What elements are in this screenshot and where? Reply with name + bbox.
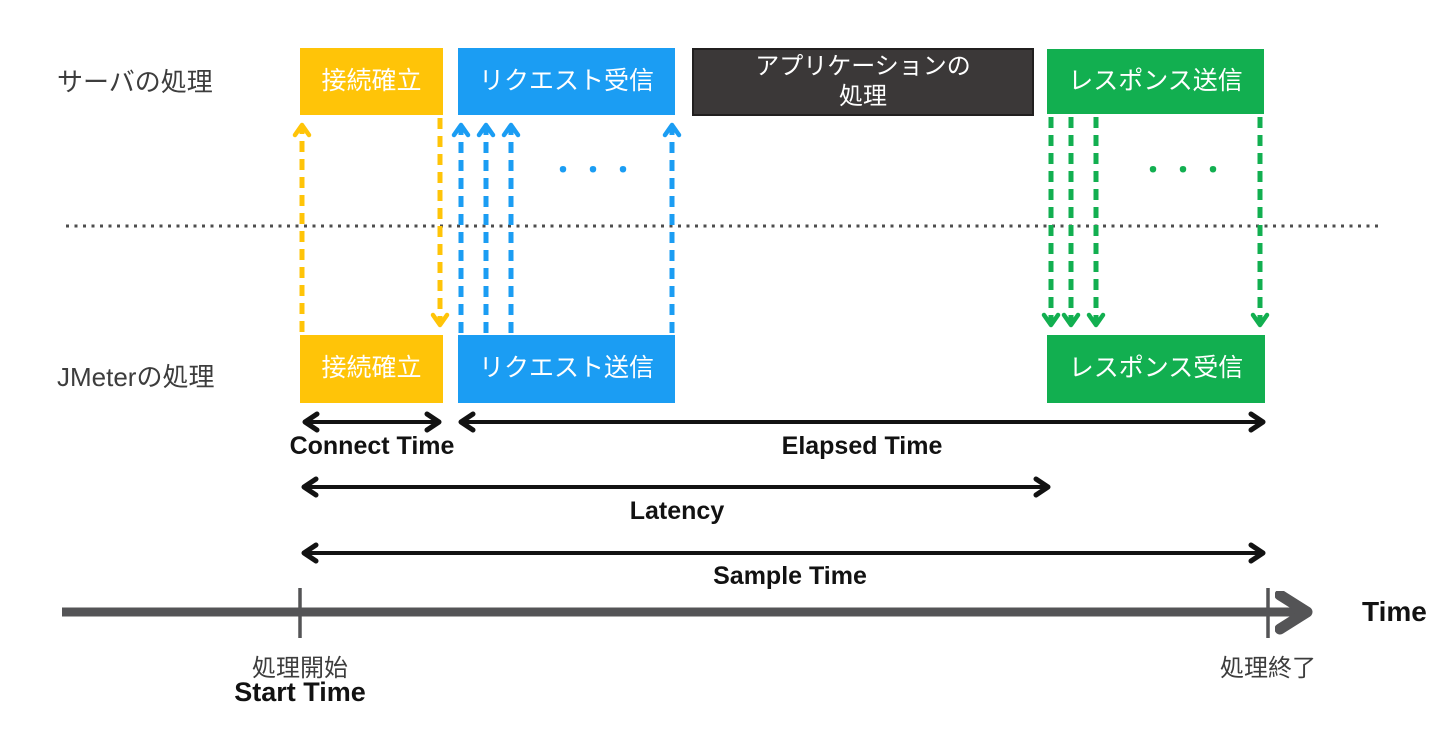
server-request-receive-box: リクエスト受信 — [458, 48, 675, 115]
end-label-jp: 処理終了 — [1220, 655, 1316, 682]
server-row-label: サーバの処理 — [57, 67, 213, 97]
server-response-send-box: レスポンス送信 — [1047, 49, 1264, 114]
jmeter-request-send-box: リクエスト送信 — [458, 335, 675, 403]
elapsed-time-label: Elapsed Time — [781, 432, 943, 460]
jmeter-row-label: JMeterの処理 — [57, 362, 215, 392]
start-time-label: Start Time — [234, 677, 366, 707]
sample-time-label: Sample Time — [713, 562, 867, 590]
server-application-box: アプリケーションの 処理 — [692, 48, 1034, 116]
request-ellipsis: ・・・ — [549, 155, 640, 185]
latency-label: Latency — [629, 497, 725, 525]
time-axis-label: Time — [1362, 596, 1427, 627]
jmeter-connect-box: 接続確立 — [300, 335, 443, 403]
jmeter-response-receive-box: レスポンス受信 — [1047, 335, 1265, 403]
server-connect-box: 接続確立 — [300, 48, 443, 115]
response-ellipsis: ・・・ — [1139, 155, 1230, 185]
start-label-jp: 処理開始 — [252, 655, 348, 682]
connect-time-label: Connect Time — [289, 432, 455, 460]
